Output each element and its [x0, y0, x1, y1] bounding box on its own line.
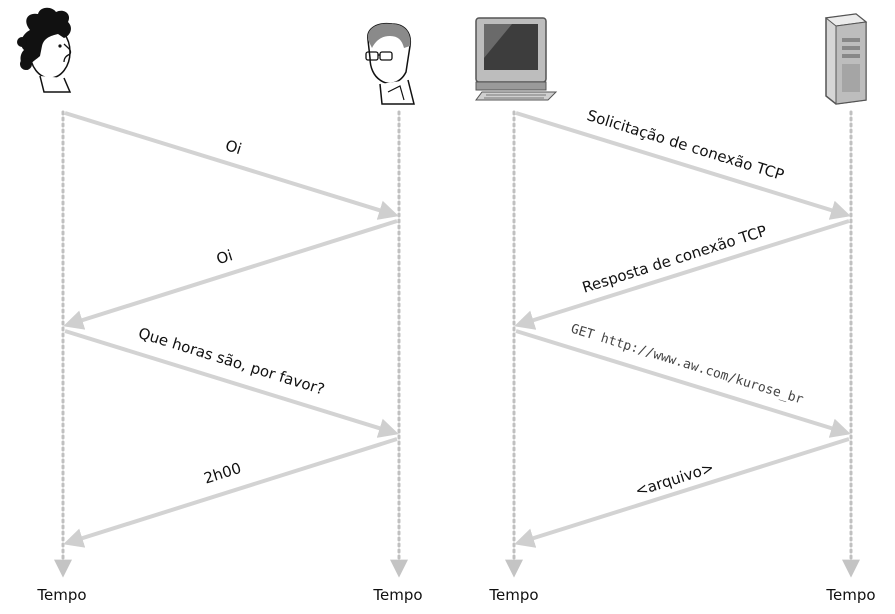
time-label: Tempo — [36, 586, 86, 604]
message-label: Oi — [223, 136, 244, 158]
message-arrow — [514, 219, 850, 330]
message-arrow — [514, 437, 850, 548]
message-arrow — [515, 111, 851, 220]
woman-person-icon — [17, 7, 72, 93]
message-label: Resposta de conexão TCP — [580, 222, 769, 297]
message-arrow — [64, 329, 399, 438]
message-label: Oi — [214, 246, 235, 268]
man-with-glasses-icon — [365, 22, 415, 105]
message-arrow — [515, 329, 851, 438]
time-label: Tempo — [488, 586, 538, 604]
message-label: 2h00 — [202, 459, 244, 488]
time-label: Tempo — [825, 586, 875, 604]
message-arrow — [64, 111, 399, 220]
desktop-computer-icon — [475, 17, 558, 101]
message-arrow — [63, 437, 398, 548]
server-tower-icon — [824, 13, 868, 105]
time-label: Tempo — [372, 586, 422, 604]
message-arrow — [63, 219, 398, 330]
message-label: GET http://www.aw.com/kurose_br — [569, 322, 805, 408]
